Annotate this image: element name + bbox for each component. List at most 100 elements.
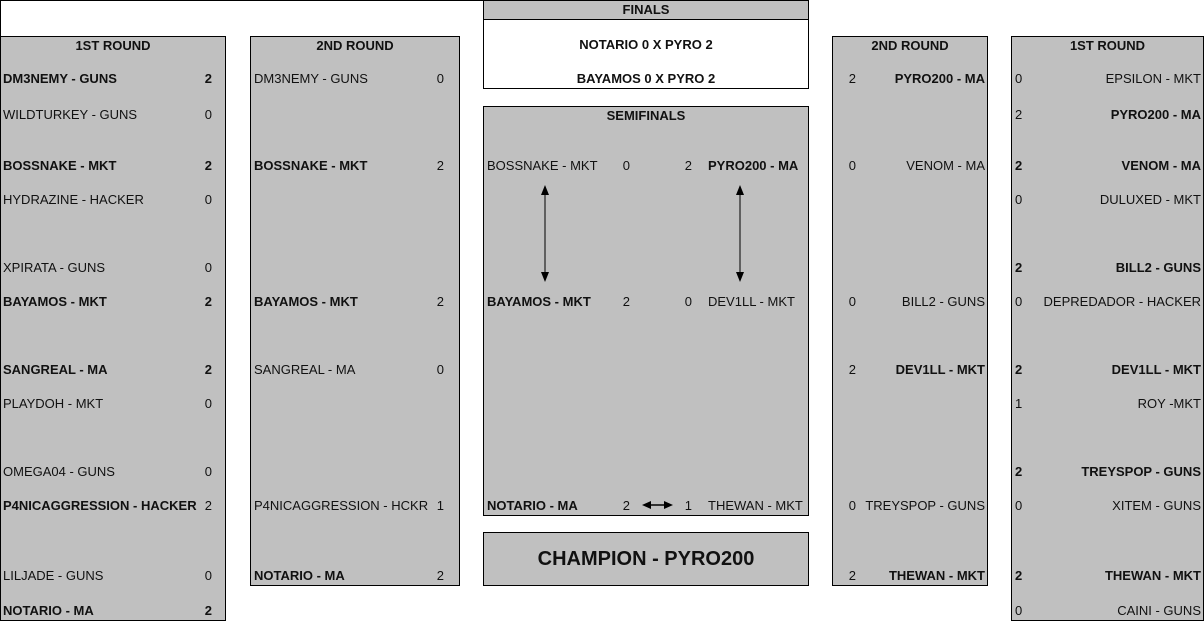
bracket-score: 2 — [204, 362, 212, 377]
bracket-entry: TREYSPOP - GUNS — [1081, 464, 1201, 479]
left-first-round-panel: 1ST ROUND — [0, 36, 226, 621]
semifinals-title: SEMIFINALS — [606, 108, 686, 123]
bracket-entry: WILDTURKEY - GUNS — [3, 107, 138, 122]
bracket-score: 0 — [436, 71, 444, 86]
bracket-score: 2 — [1015, 362, 1023, 377]
sheet-border — [0, 0, 483, 36]
bracket-score: 0 — [1015, 498, 1023, 513]
right-second-round-panel: 2ND ROUND — [832, 36, 988, 586]
bracket-score: 0 — [436, 362, 444, 377]
semifinals-panel: SEMIFINALS — [483, 106, 809, 516]
bracket-score: 2 — [436, 294, 444, 309]
semifinal-left-score: 2 — [622, 294, 630, 309]
bracket-score: 0 — [204, 464, 212, 479]
bracket-score: 2 — [1015, 464, 1023, 479]
finals-box: FINALS NOTARIO 0 X PYRO 2 BAYAMOS 0 X PY… — [483, 0, 809, 89]
bracket-score: 0 — [1015, 71, 1023, 86]
semifinal-left-player: NOTARIO - MA — [487, 498, 578, 513]
right-second-round-title: 2ND ROUND — [871, 38, 949, 53]
bracket-entry: HYDRAZINE - HACKER — [3, 192, 144, 207]
bracket-entry: SANGREAL - MA — [3, 362, 108, 377]
bracket-score: 0 — [204, 107, 212, 122]
semifinal-left-score: 0 — [622, 158, 630, 173]
finals-title: FINALS — [484, 1, 808, 20]
horizontal-double-arrow-icon — [642, 501, 673, 509]
bracket-entry: XPIRATA - GUNS — [3, 260, 106, 275]
bracket-score: 2 — [204, 603, 212, 618]
finals-result-1: NOTARIO 0 X PYRO 2 — [579, 37, 713, 52]
bracket-entry: DEV1LL - MKT — [1111, 362, 1201, 377]
semifinal-right-player: PYRO200 - MA — [708, 158, 799, 173]
bracket-entry: EPSILON - MKT — [1105, 71, 1201, 86]
bracket-score: 0 — [848, 498, 856, 513]
semifinal-right-player: THEWAN - MKT — [708, 498, 803, 513]
bracket-score: 0 — [1015, 294, 1023, 309]
bracket-entry: PYRO200 - MA — [894, 71, 985, 86]
left-second-round-panel: 2ND ROUND — [250, 36, 460, 586]
left-first-round-title: 1ST ROUND — [75, 38, 151, 53]
bracket-entry: PLAYDOH - MKT — [3, 396, 104, 411]
bracket-entry: BOSSNAKE - MKT — [254, 158, 368, 173]
bracket-entry: BAYAMOS - MKT — [254, 294, 358, 309]
bracket-entry: OMEGA04 - GUNS — [3, 464, 115, 479]
bracket-entry: THEWAN - MKT — [888, 568, 985, 583]
bracket-entry: DEV1LL - MKT — [895, 362, 985, 377]
bracket-entry: VENOM - MA — [906, 158, 985, 173]
bracket-entry: DM3NEMY - GUNS — [254, 71, 368, 86]
bracket-entry: BAYAMOS - MKT — [3, 294, 107, 309]
semifinal-left-player: BOSSNAKE - MKT — [487, 158, 598, 173]
bracket-entry: P4NICAGGRESSION - HCKR — [254, 498, 429, 513]
vertical-double-arrow-icon — [736, 185, 744, 282]
vertical-double-arrow-icon — [541, 185, 549, 282]
bracket-entry: NOTARIO - MA — [3, 603, 94, 618]
bracket-entry: LILJADE - GUNS — [3, 568, 104, 583]
bracket-entry: BILL2 - GUNS — [901, 294, 985, 309]
bracket-score: 0 — [848, 294, 856, 309]
bracket-entry: THEWAN - MKT — [1104, 568, 1201, 583]
bracket-score: 0 — [204, 396, 212, 411]
right-first-round-title: 1ST ROUND — [1069, 38, 1146, 53]
bracket-score: 2 — [204, 498, 212, 513]
bracket-score: 0 — [204, 192, 212, 207]
semifinal-right-score: 1 — [684, 498, 692, 513]
semifinal-right-score: 2 — [684, 158, 692, 173]
bracket-entry: PYRO200 - MA — [1110, 107, 1201, 122]
bracket-score: 0 — [1015, 603, 1023, 618]
bracket-entry: ROY -MKT — [1137, 396, 1201, 411]
bracket-score: 2 — [1015, 260, 1023, 275]
bracket-score: 1 — [436, 498, 444, 513]
bracket-score: 2 — [204, 294, 212, 309]
bracket-score: 2 — [436, 568, 444, 583]
bracket-entry: P4NICAGGRESSION - HACKER — [3, 498, 197, 513]
champion-banner: CHAMPION - PYRO200 — [483, 532, 809, 586]
bracket-entry: DEPREDADOR - HACKER — [1043, 294, 1201, 309]
bracket-score: 2 — [204, 71, 212, 86]
semifinal-left-score: 2 — [622, 498, 630, 513]
semifinal-right-score: 0 — [684, 294, 692, 309]
bracket-score: 2 — [1015, 158, 1023, 173]
bracket-score: 2 — [848, 362, 856, 377]
semifinal-left-player: BAYAMOS - MKT — [487, 294, 591, 309]
bracket-entry: TREYSPOP - GUNS — [865, 498, 985, 513]
bracket-score: 2 — [848, 71, 856, 86]
bracket-score: 2 — [436, 158, 444, 173]
bracket-score: 2 — [204, 158, 212, 173]
bracket-score: 2 — [1015, 568, 1023, 583]
bracket-score: 0 — [204, 260, 212, 275]
bracket-entry: NOTARIO - MA — [254, 568, 345, 583]
bracket-entry: XITEM - GUNS — [1112, 498, 1201, 513]
right-first-round-panel: 1ST ROUND — [1011, 36, 1204, 621]
bracket-entry: BOSSNAKE - MKT — [3, 158, 117, 173]
bracket-entry: SANGREAL - MA — [254, 362, 356, 377]
bracket-entry: BILL2 - GUNS — [1115, 260, 1201, 275]
bracket-score: 0 — [848, 158, 856, 173]
bracket-entry: VENOM - MA — [1121, 158, 1201, 173]
bracket-score: 2 — [848, 568, 856, 583]
bracket-score: 0 — [1015, 192, 1023, 207]
semifinal-right-player: DEV1LL - MKT — [708, 294, 795, 309]
bracket-score: 0 — [204, 568, 212, 583]
bracket-score: 1 — [1015, 396, 1023, 411]
bracket-entry: DULUXED - MKT — [1099, 192, 1201, 207]
left-second-round-title: 2ND ROUND — [316, 38, 394, 53]
